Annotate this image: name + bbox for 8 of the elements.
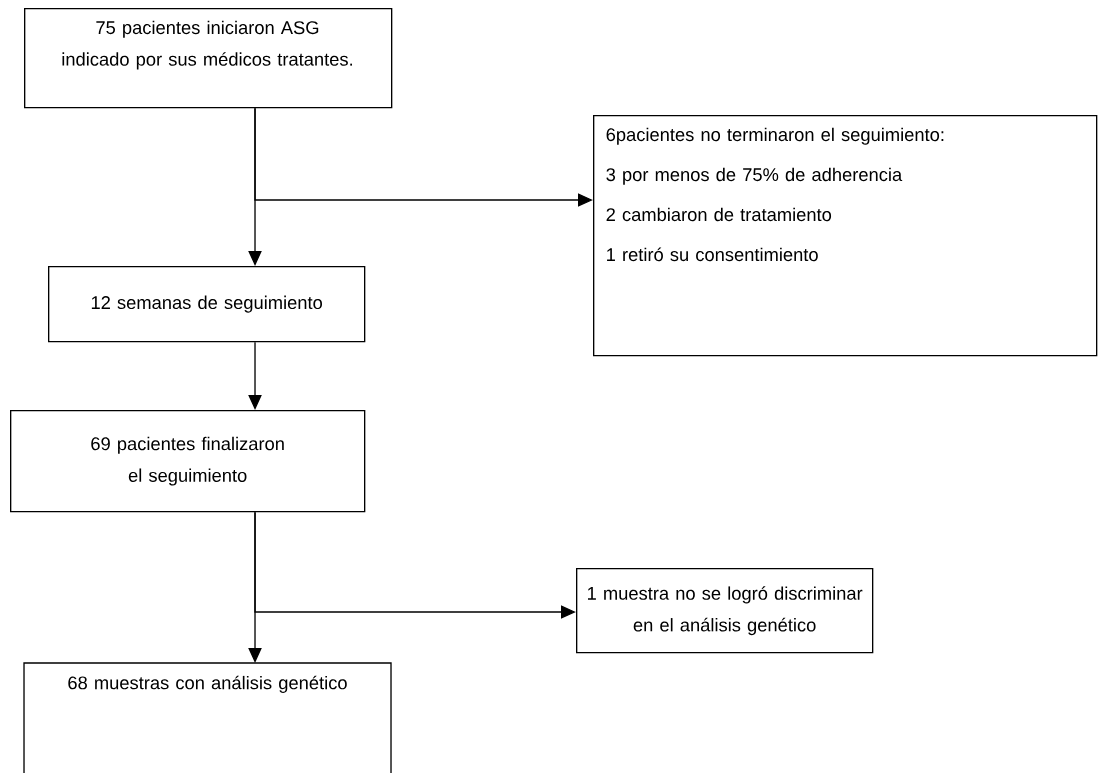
process-box: 12 semanas de seguimiento (48, 266, 366, 343)
arrow (254, 511, 576, 619)
process-box: 75 pacientes iniciaron ASG indicado por sus médicos tratantes. (24, 8, 393, 109)
process-box: 1 muestra no se logró discriminar en el análisis genético (576, 568, 874, 654)
arrow (254, 107, 593, 207)
process-box: 69 pacientes finalizaron el seguimiento (10, 410, 366, 513)
process-box: 6pacientes no terminaron el seguimiento: 3 por menos de 75% de adherencia 2 cambiaron de tratamiento 1 retiró su consentimiento (593, 115, 1098, 357)
process-box: 68 muestras con análisis genético (23, 662, 392, 773)
